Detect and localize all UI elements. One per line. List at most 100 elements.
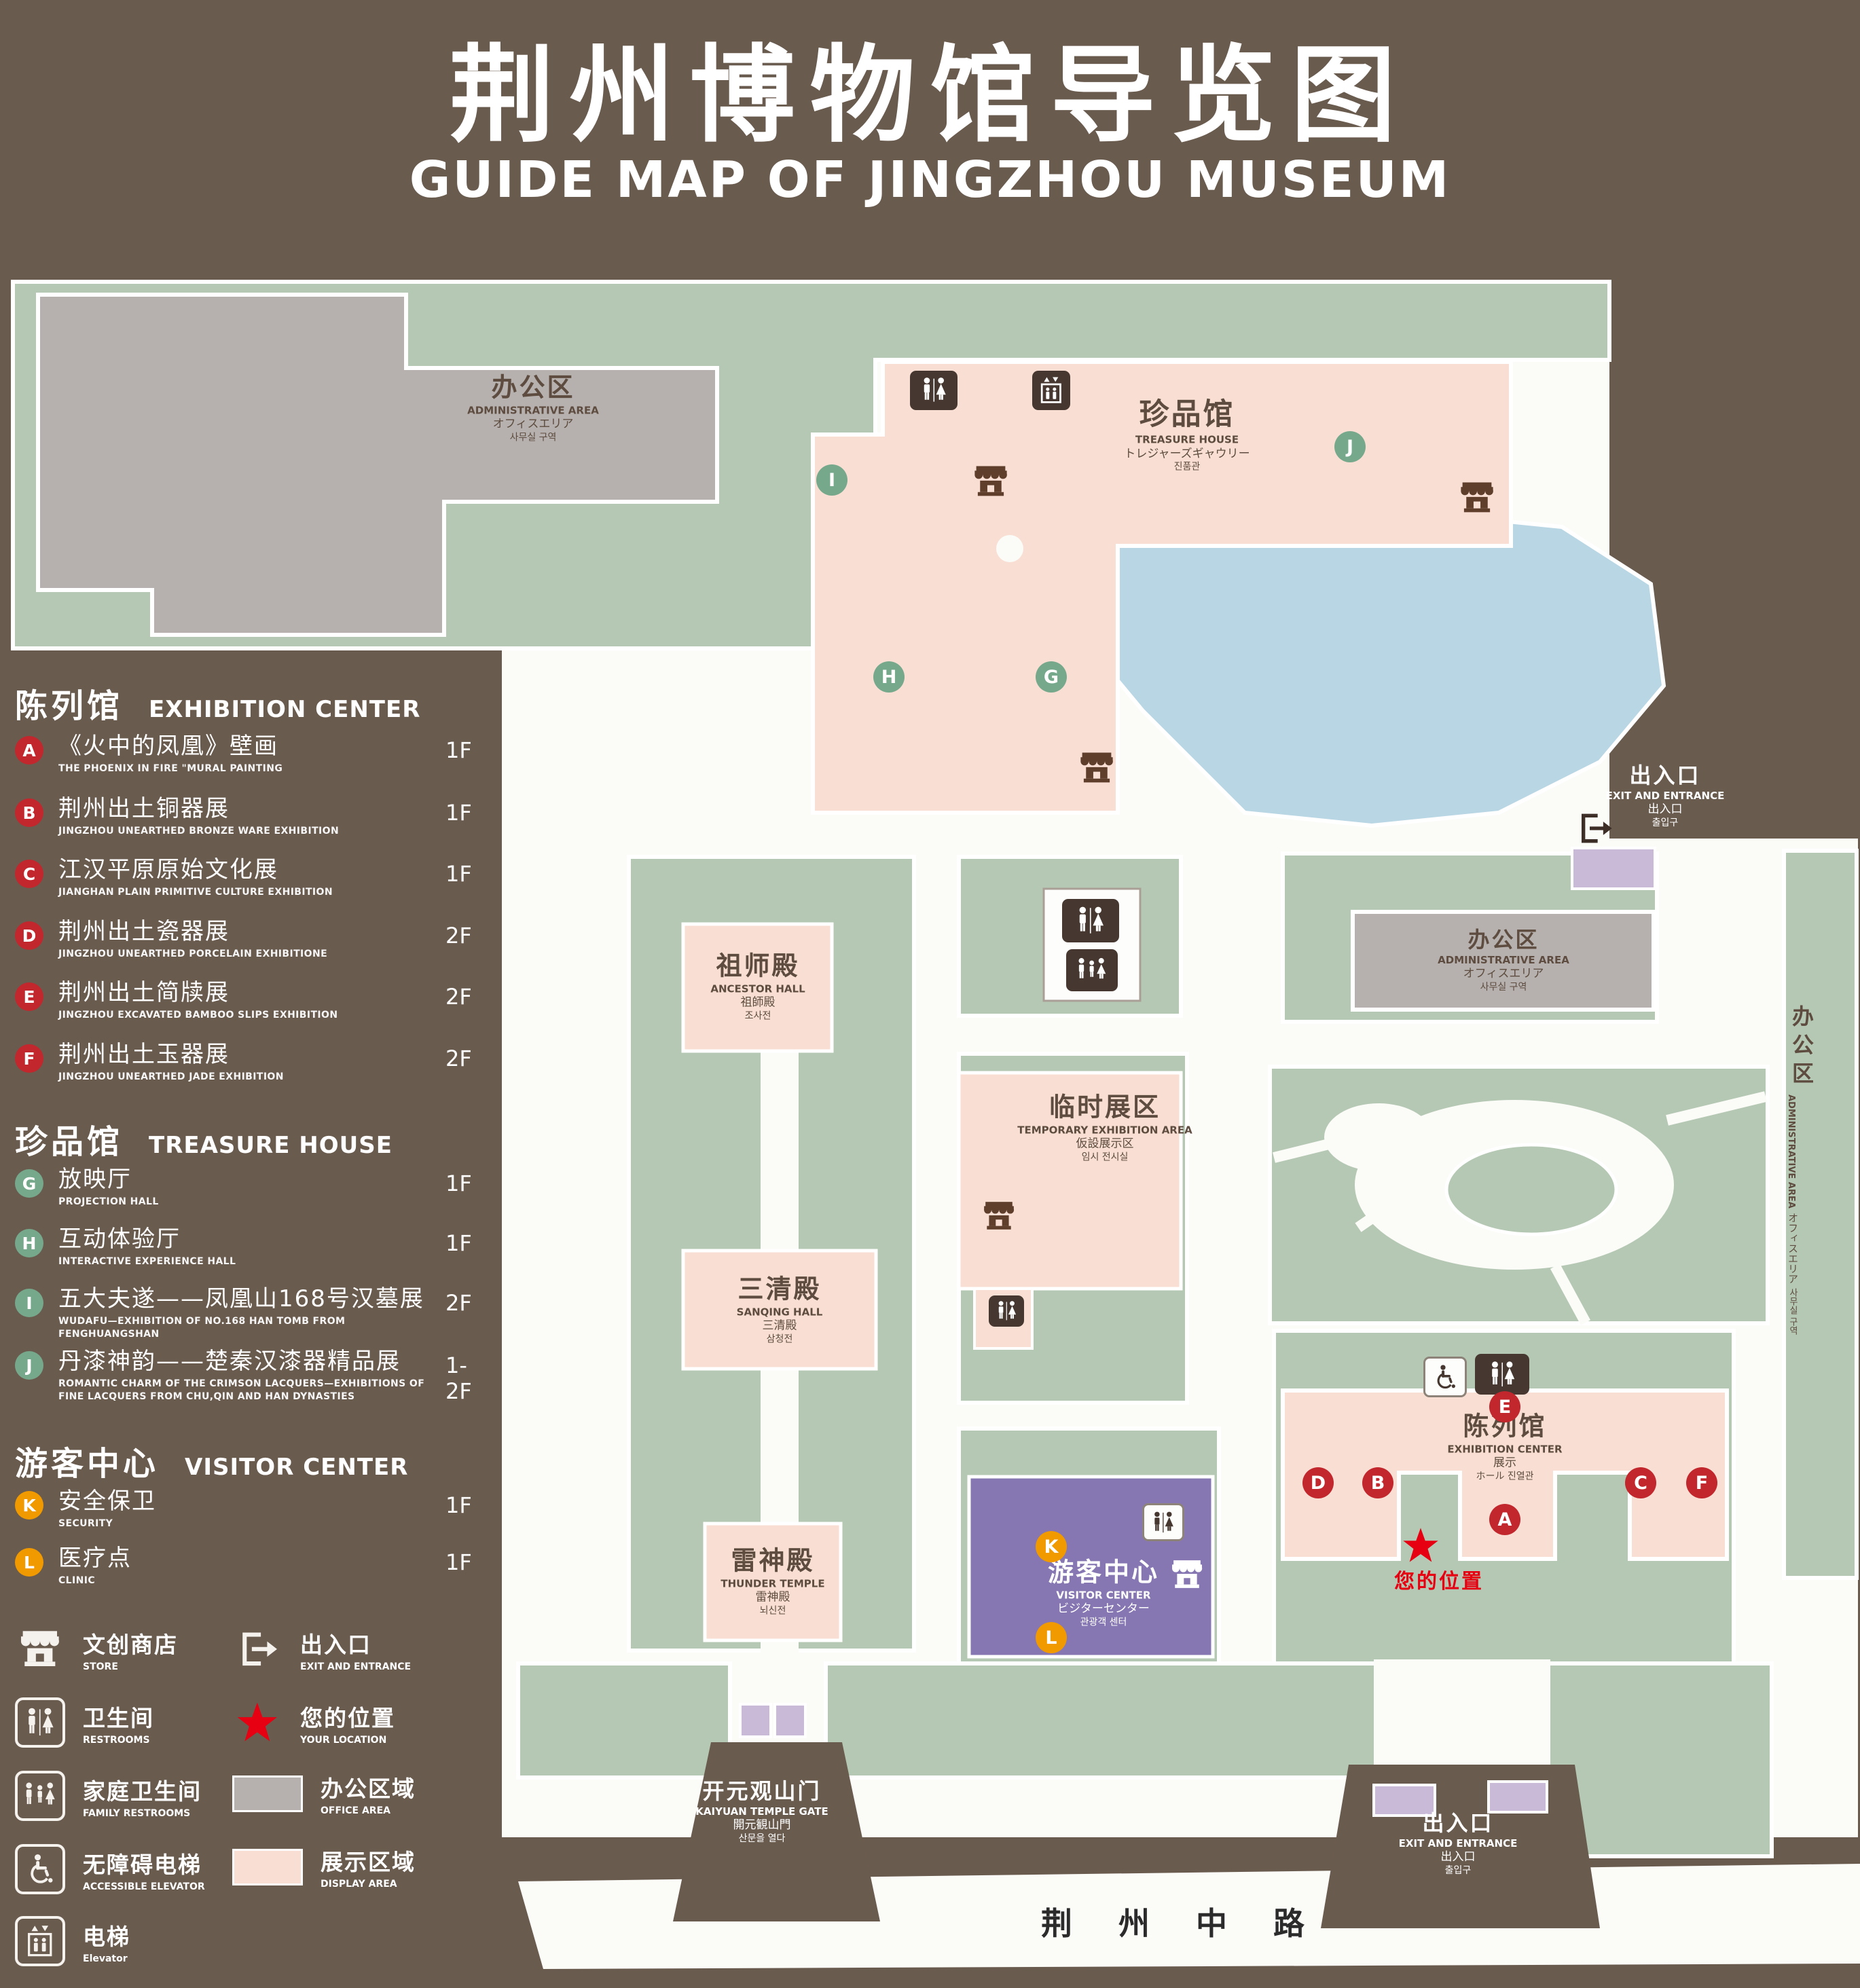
legend-exit: 出入口 EXIT AND ENTRANCE xyxy=(232,1624,411,1674)
store-icon xyxy=(982,1200,1016,1232)
building-admin-top xyxy=(36,293,719,637)
label-sanqing-hall: 三清殿 SANQING HALL 三清殿 삼청전 xyxy=(736,1274,823,1344)
marker-C: C xyxy=(15,860,43,888)
treasure-house-courtyard-dot xyxy=(996,535,1023,562)
map-marker-I: I xyxy=(816,464,847,496)
building-ancestor-hall xyxy=(681,922,834,1053)
marker-G: G xyxy=(15,1169,43,1198)
marker-F: F xyxy=(15,1044,43,1073)
accessible-elevator-icon xyxy=(15,1844,65,1894)
restroom-icon xyxy=(15,1697,65,1748)
map-marker-J: J xyxy=(1334,431,1366,462)
restroom-icon xyxy=(910,371,958,410)
accessible-elevator-icon xyxy=(1423,1357,1467,1397)
list-item-C: C 江汉平原原始文化展 JIANGHAN PLAIN PRIMITIVE CUL… xyxy=(15,858,490,899)
marker-E: E xyxy=(15,982,43,1011)
building-thunder-temple xyxy=(703,1522,843,1642)
list-item-G: G 放映厅 PROJECTION HALL 1F xyxy=(15,1167,490,1209)
label-gate: 开元观山门 KAIYUAN TEMPLE GATE 開元観山門 산문을 열다 xyxy=(695,1778,828,1844)
marker-L: L xyxy=(15,1548,43,1577)
gate-pad-2 xyxy=(773,1703,807,1738)
label-exit-bottom: 出入口 EXIT AND ENTRANCE 出入口 출입구 xyxy=(1398,1810,1518,1876)
green-area-bottom-left-band xyxy=(516,1661,732,1780)
marker-D: D xyxy=(15,921,43,950)
section-header-treasure-house: 珍品馆 TREASURE HOUSE xyxy=(15,1123,393,1161)
label-admin-top: 办公区 ADMINISTRATIVE AREA オフィスエリア 사무실 구역 xyxy=(467,372,599,443)
store-icon xyxy=(15,1624,65,1674)
list-item-L: L 医疗点 CLINIC 1F xyxy=(15,1546,490,1587)
your-location-star-icon xyxy=(1402,1526,1440,1564)
marker-K: K xyxy=(15,1491,43,1520)
section-header-exhibition-center: 陈列馆 EXHIBITION CENTER xyxy=(15,687,421,725)
list-item-J: J 丹漆神韵——楚秦汉漆器精品展 ROMANTIC CHARM OF THE C… xyxy=(15,1349,490,1404)
marker-I: I xyxy=(15,1289,43,1317)
legend-accessible-elevator: 无障碍电梯 ACCESSIBLE ELEVATOR xyxy=(15,1844,205,1894)
exit-bottom-pad-1 xyxy=(1372,1784,1436,1817)
label-admin-strip: 办公区 ADMINISTRATIVE AREA オフィスエリア 사무실 구역 xyxy=(1786,1005,1815,1335)
exit-bottom-pad-2 xyxy=(1487,1780,1548,1814)
legend-elevator: 电梯 Elevator xyxy=(15,1916,130,1966)
restroom-icon xyxy=(989,1295,1024,1327)
path-bottom-exit-gap xyxy=(1374,1659,1550,1782)
building-temporary-exhibition xyxy=(957,1071,1183,1291)
building-sanqing-hall xyxy=(681,1249,878,1371)
page-subtitle: GUIDE MAP OF JINGZHOU MUSEUM xyxy=(409,151,1451,209)
map-marker-L: L xyxy=(1036,1622,1067,1653)
office-area-swatch xyxy=(232,1775,303,1812)
list-item-K: K 安全保卫 SECURITY 1F xyxy=(15,1489,490,1530)
label-visitor-center: 游客中心 VISITOR CENTER ビジターセンター 관광객 센터 xyxy=(1047,1557,1160,1627)
your-location-star-icon xyxy=(232,1697,282,1748)
elevator-icon xyxy=(15,1916,65,1966)
green-area-right-strip xyxy=(1782,849,1859,1580)
label-your-location: 您的位置 xyxy=(1394,1569,1484,1594)
building-exhibition-center xyxy=(1281,1388,1729,1561)
marker-J: J xyxy=(15,1351,43,1380)
map-marker-D: D xyxy=(1302,1467,1334,1498)
building-admin-right xyxy=(1351,910,1656,1012)
list-item-H: H 互动体验厅 INTERACTIVE EXPERIENCE HALL 1F xyxy=(15,1227,490,1268)
legend-display-area: 展示区域 DISPLAY AREA xyxy=(232,1844,416,1890)
legend-family-restrooms: 家庭卫生间 FAMILY RESTROOMS xyxy=(15,1771,202,1821)
store-icon xyxy=(972,464,1009,498)
exit-icon xyxy=(232,1624,282,1674)
map-marker-E: E xyxy=(1489,1391,1520,1422)
legend-restrooms: 卫生间 RESTROOMS xyxy=(15,1697,154,1748)
legend-office-area: 办公区域 OFFICE AREA xyxy=(232,1771,416,1816)
label-temporary-area: 临时展区 TEMPORARY EXHIBITION AREA 仮設展示区 임시 … xyxy=(1017,1092,1192,1162)
map-marker-C: C xyxy=(1625,1467,1656,1498)
map-marker-A: A xyxy=(1489,1504,1520,1535)
label-ancestor-hall: 祖师殿 ANCESTOR HALL 祖師殿 조사전 xyxy=(710,951,805,1021)
elevator-icon xyxy=(1032,371,1070,410)
store-icon xyxy=(1459,481,1495,515)
marker-A: A xyxy=(15,736,43,765)
family-restroom-icon xyxy=(15,1771,65,1821)
list-item-I: I 五大夫遂——凤凰山168号汉墓展 WUDAFU—EXHIBITION OF … xyxy=(15,1287,490,1340)
map-marker-G: G xyxy=(1036,661,1067,693)
section-header-visitor-center: 游客中心 VISITOR CENTER xyxy=(15,1445,409,1483)
marker-B: B xyxy=(15,798,43,827)
list-item-B: B 荆州出土铜器展 JINGZHOU UNEARTHED BRONZE WARE… xyxy=(15,796,490,838)
label-road: 荆 州 中 路 xyxy=(1040,1905,1323,1942)
exit-icon xyxy=(1574,809,1615,847)
store-icon xyxy=(1078,751,1115,785)
list-item-A: A 《火中的凤凰》壁画 THE PHOENIX IN FIRE "MURAL P… xyxy=(15,734,490,775)
list-item-D: D 荆州出土瓷器展 JINGZHOU UNEARTHED PORCELAIN E… xyxy=(15,919,490,961)
map-marker-K: K xyxy=(1036,1531,1067,1562)
legend-your-location: 您的位置 YOUR LOCATION xyxy=(232,1697,395,1748)
marker-H: H xyxy=(15,1229,43,1257)
label-treasure-house: 珍品馆 TREASURE HOUSE トレジャーズギャウリー 진품관 xyxy=(1124,397,1250,473)
label-exit-right: 出入口 EXIT AND ENTRANCE 出入口 출입구 xyxy=(1605,762,1725,828)
map-marker-F: F xyxy=(1686,1467,1717,1498)
label-admin-right: 办公区 ADMINISTRATIVE AREA オフィスエリア 사무실 구역 xyxy=(1438,927,1569,993)
store-icon xyxy=(1169,1559,1205,1590)
label-thunder-temple: 雷神殿 THUNDER TEMPLE 雷神殿 뇌신전 xyxy=(721,1545,825,1616)
list-item-F: F 荆州出土玉器展 JINGZHOU UNEARTHED JADE EXHIBI… xyxy=(15,1042,490,1084)
display-area-swatch xyxy=(232,1848,303,1885)
page-title: 荆州博物馆导览图 xyxy=(449,34,1411,157)
garden-island xyxy=(1444,1143,1618,1236)
garden-path-links xyxy=(1273,1091,1767,1325)
garden-path-pocket xyxy=(1324,1103,1433,1171)
restroom-icon xyxy=(1475,1354,1529,1395)
restroom-icon xyxy=(1142,1503,1184,1541)
